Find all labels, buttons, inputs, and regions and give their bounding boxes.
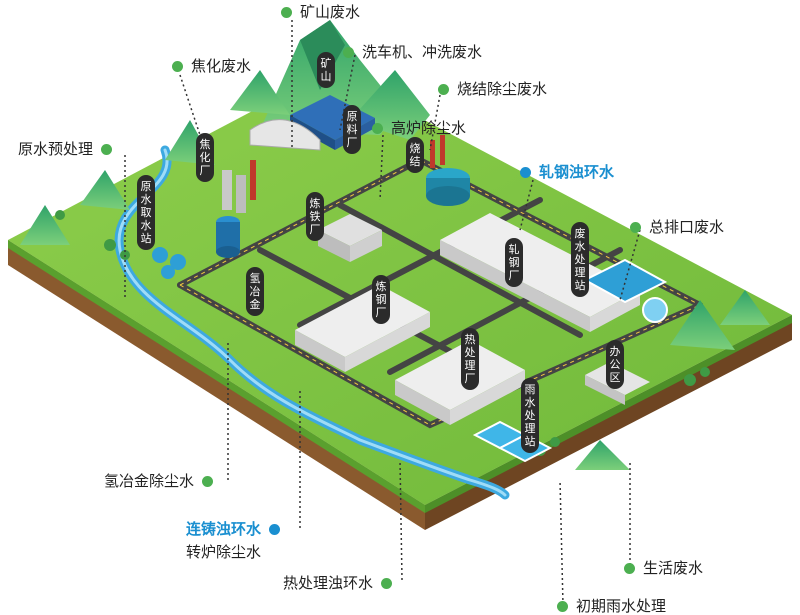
label-mine: 矿山 (317, 52, 335, 88)
callout-main-outlet-wastewater: 总排口废水 (630, 218, 724, 236)
coking-plant-towers (222, 160, 256, 213)
callout-text: 热处理浊环水 (283, 574, 374, 592)
callout-heat-treatment-turbid-water: 热处理浊环水 (283, 574, 393, 592)
label-steelmaking-plant: 炼钢厂 (372, 275, 390, 324)
green-dot-icon (557, 600, 568, 612)
heat-treatment-hall (395, 340, 525, 425)
callout-text: 氢冶金除尘水 (104, 472, 195, 490)
raw-material-shed (249, 119, 321, 151)
intake-pools (152, 247, 186, 279)
callout-mine-wastewater: 矿山废水 (281, 3, 360, 21)
callout-text: 矿山废水 (300, 3, 361, 21)
sintering-tank (426, 135, 470, 206)
grass-edge-left (8, 240, 425, 513)
green-dot-icon (372, 122, 383, 134)
blue-dot-icon (269, 523, 281, 535)
callout-text: 生活废水 (643, 559, 704, 577)
callout-casting-turbid-water: 连铸浊环水 (186, 520, 281, 538)
callout-text: 焦化废水 (191, 57, 252, 75)
callout-coking-wastewater: 焦化废水 (172, 57, 251, 75)
green-dot-icon (343, 46, 354, 58)
label-rainwater-station: 雨水处理站 (521, 378, 539, 453)
ironmaking-plant-block (318, 214, 382, 262)
callout-hydrometallurgy-dust-water: 氢冶金除尘水 (104, 472, 214, 490)
green-dot-icon (281, 6, 292, 18)
green-dot-icon (202, 475, 214, 487)
label-heat-treatment-plant: 热处理厂 (461, 328, 479, 390)
callout-text: 总排口废水 (649, 218, 725, 236)
label-office: 办公区 (606, 340, 624, 389)
callout-sinter-dust-water: 烧结除尘废水 (438, 80, 547, 98)
callout-text: 初期雨水处理 (576, 597, 667, 615)
callout-rolling-turbid-water: 轧钢浊环水 (520, 163, 614, 181)
callout-domestic-wastewater: 生活废水 (624, 559, 703, 577)
green-dot-icon (172, 60, 183, 72)
steelmaking-hall (295, 285, 430, 372)
trees (55, 210, 710, 456)
label-raw-material-plant: 原料厂 (343, 105, 361, 154)
grass-edge-right (425, 315, 792, 513)
callout-carwash-wastewater: 洗车机、冲洗废水 (343, 43, 482, 61)
label-sintering: 烧结 (406, 137, 424, 173)
callout-text: 原水预处理 (18, 140, 94, 158)
green-dot-icon (381, 577, 393, 589)
label-raw-water-intake: 原水取水站 (137, 175, 155, 250)
callout-raw-water-pretreatment: 原水预处理 (18, 140, 113, 158)
label-wastewater-station: 废水处理站 (571, 222, 589, 297)
callout-text: 转炉除尘水 (186, 543, 262, 561)
green-dot-icon (101, 143, 113, 155)
callout-text: 轧钢浊环水 (539, 163, 615, 181)
green-dot-icon (438, 83, 449, 95)
wastewater-pools (582, 258, 668, 323)
hydrometallurgy-tank (216, 216, 240, 258)
callout-text: 高炉除尘水 (391, 119, 467, 137)
river-highlight (117, 148, 507, 497)
label-hydrometallurgy: 氢冶金 (246, 267, 264, 316)
blue-dot-icon (520, 166, 531, 178)
callout-text: 洗车机、冲洗废水 (362, 43, 483, 61)
green-dot-icon (624, 562, 635, 574)
label-rolling-plant: 轧钢厂 (505, 238, 523, 287)
callout-converter-dust-water: 转炉除尘水 (186, 543, 261, 561)
label-ironmaking-plant: 炼铁厂 (306, 192, 324, 241)
callout-initial-rainwater: 初期雨水处理 (557, 597, 666, 615)
callout-blast-furnace-dust-water: 高炉除尘水 (372, 119, 466, 137)
callout-text: 烧结除尘废水 (457, 80, 548, 98)
callout-text: 连铸浊环水 (186, 520, 262, 538)
label-coking-plant: 焦化厂 (196, 133, 214, 182)
green-dot-icon (630, 221, 641, 233)
